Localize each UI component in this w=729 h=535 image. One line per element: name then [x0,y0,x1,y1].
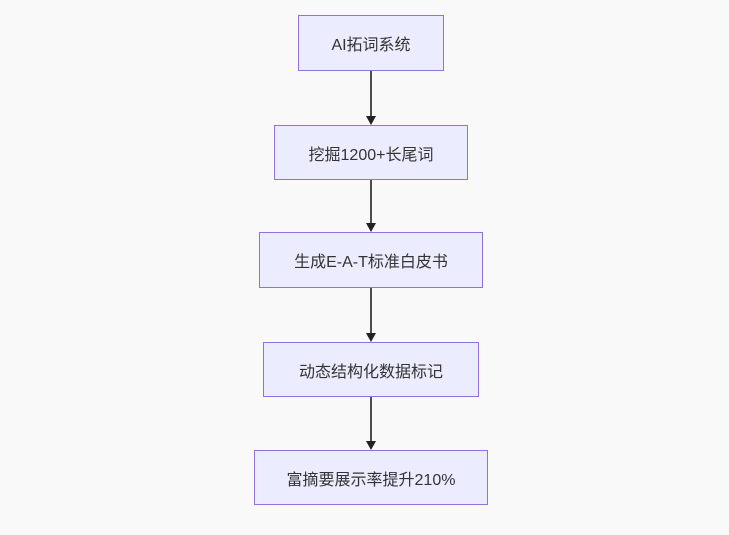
arrow-down-icon [366,441,376,450]
flow-node-label: 生成E-A-T标准白皮书 [294,254,448,271]
flow-edge-2 [365,180,377,232]
flow-node-label: AI拓词系统 [331,37,411,54]
edge-line [370,180,372,223]
flow-node-ai-keyword-system: AI拓词系统 [298,15,444,71]
flow-node-longtail-mining: 挖掘1200+长尾词 [274,125,468,180]
edge-line [370,288,372,333]
flow-node-eat-whitepaper: 生成E-A-T标准白皮书 [259,232,483,288]
flow-node-label: 动态结构化数据标记 [298,363,443,381]
flow-edge-4 [365,397,377,450]
arrow-down-icon [366,333,376,342]
flow-edge-3 [365,288,377,342]
arrow-down-icon [366,116,376,125]
flow-node-label: 挖掘1200+长尾词 [308,146,434,164]
edge-line [370,397,372,441]
flow-edge-1 [365,71,377,125]
flow-node-label: 富摘要展示率提升210% [286,471,456,489]
flow-node-rich-snippet-result: 富摘要展示率提升210% [254,450,488,505]
arrow-down-icon [366,223,376,232]
flow-node-structured-data-markup: 动态结构化数据标记 [263,342,479,397]
edge-line [370,71,372,116]
